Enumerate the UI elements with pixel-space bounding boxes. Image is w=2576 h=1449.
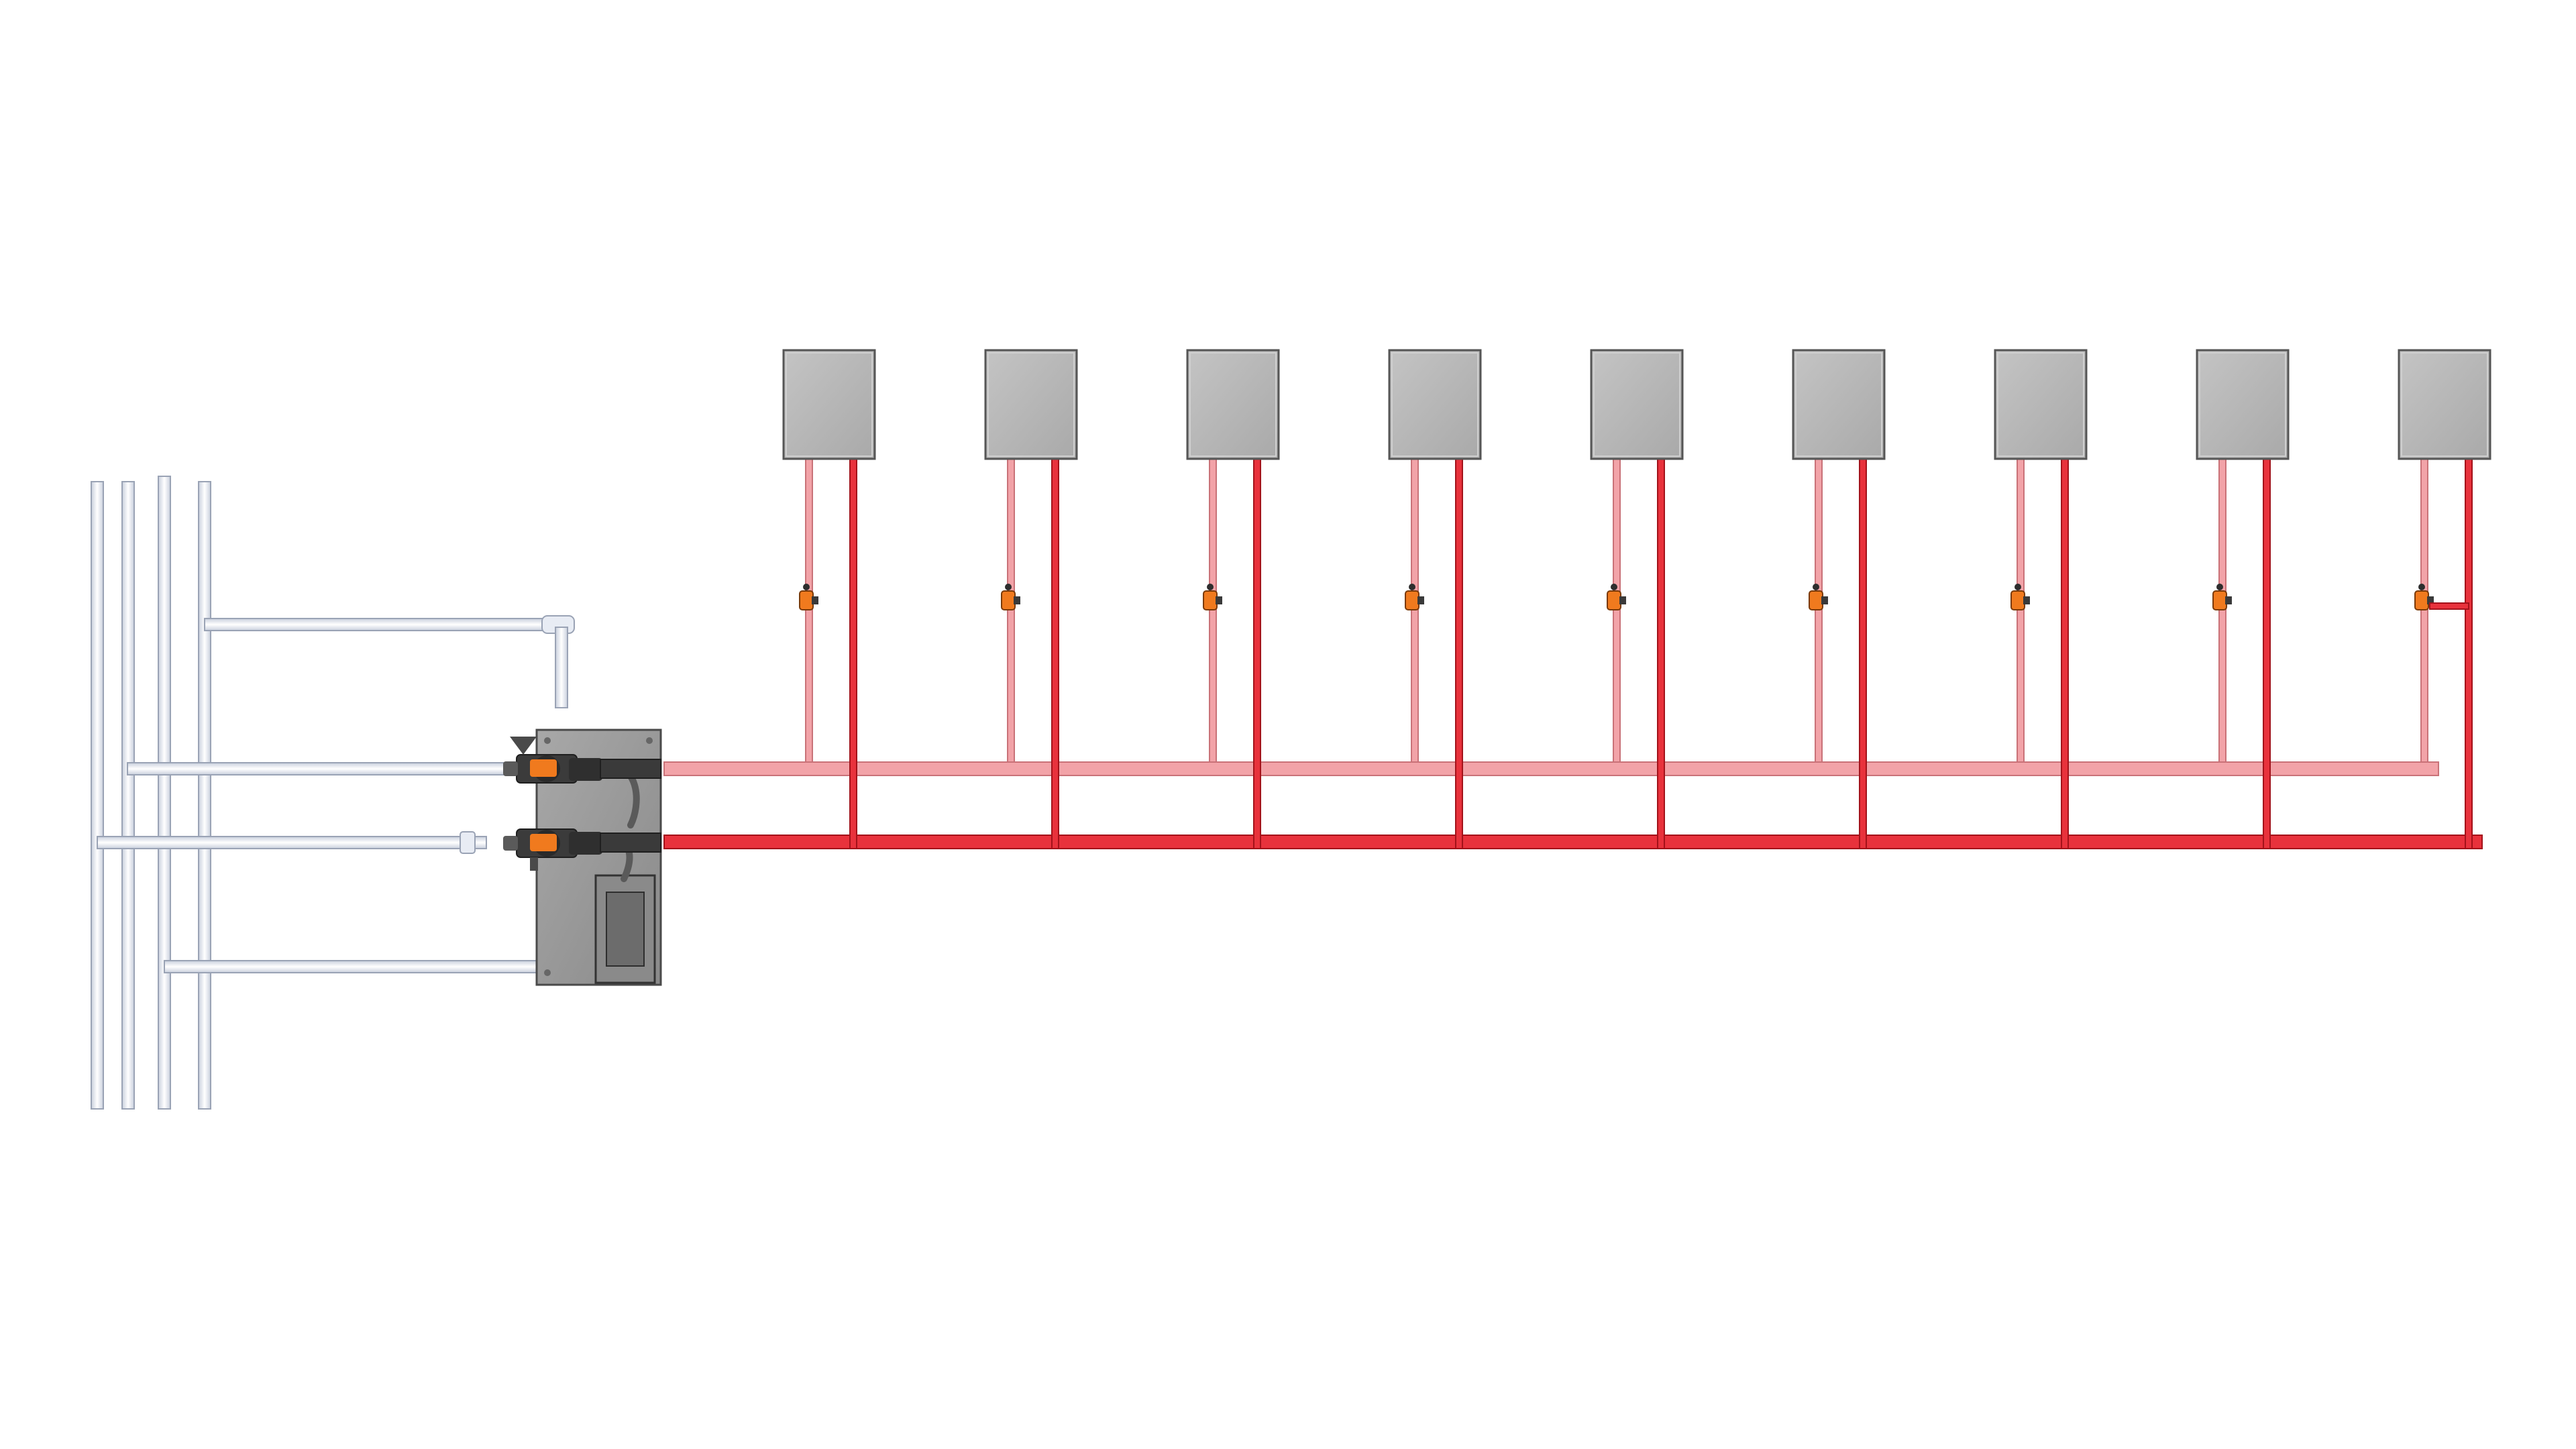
valve-icon (1203, 590, 1218, 610)
valve-handle (1611, 584, 1617, 590)
valve-icon (2010, 590, 2025, 610)
valve-body (1619, 596, 1626, 604)
unit-cabinet-bezel (2199, 352, 2286, 457)
riser-pipe-2 (121, 481, 135, 1110)
unit-supply-pipe (2465, 458, 2473, 849)
valve-handle (2216, 584, 2223, 590)
valve-body (1821, 596, 1828, 604)
valve-handle (1409, 584, 1415, 590)
valve-handle (2418, 584, 2425, 590)
valve-handle (1207, 584, 1214, 590)
unit-supply-pipe (1859, 458, 1867, 849)
cold-branch-top (204, 618, 568, 631)
valve-icon (1607, 590, 1621, 610)
supply-header-pipe (663, 835, 2483, 849)
unit-cabinet (1590, 349, 1684, 460)
riser-pipe-3 (158, 476, 171, 1110)
pump-icon (503, 737, 661, 784)
pump-station (503, 729, 662, 986)
panel-bolt (544, 737, 551, 744)
pump-icon (503, 828, 661, 871)
unit-cabinet-bezel (786, 352, 873, 457)
valve-icon (799, 590, 814, 610)
unit-cabinet (1186, 349, 1280, 460)
valve-icon (2212, 590, 2227, 610)
unit-supply-pipe (849, 458, 857, 849)
unit-cabinet (782, 349, 876, 460)
panel-bolt (646, 737, 653, 744)
valve-body (2023, 596, 2030, 604)
riser-pipe-4 (198, 481, 211, 1110)
cold-fitting-lower (460, 831, 476, 854)
valve-handle (1813, 584, 1819, 590)
unit-cabinet (2398, 349, 2491, 460)
unit-cabinet-bezel (1391, 352, 1479, 457)
unit-cabinet-bezel (2401, 352, 2488, 457)
unit-supply-pipe (1051, 458, 1059, 849)
cold-branch-lower (97, 836, 487, 849)
valve-body (812, 596, 818, 604)
valve-handle (1005, 584, 1012, 590)
bypass-pipe (2429, 602, 2469, 610)
cold-branch-upper (127, 762, 517, 775)
unit-cabinet-bezel (987, 352, 1075, 457)
unit-supply-pipe (1657, 458, 1665, 849)
unit-cabinet (1792, 349, 1886, 460)
valve-handle (2015, 584, 2021, 590)
valve-handle (803, 584, 810, 590)
unit-cabinet (1994, 349, 2088, 460)
unit-cabinet (984, 349, 1078, 460)
valve-body (1417, 596, 1424, 604)
valve-icon (1001, 590, 1016, 610)
unit-cabinet (1388, 349, 1482, 460)
unit-supply-pipe (2263, 458, 2271, 849)
unit-cabinet-bezel (1795, 352, 1882, 457)
unit-cabinet-bezel (1189, 352, 1277, 457)
cold-branch-bottom (164, 960, 557, 973)
unit-cabinet-bezel (1997, 352, 2084, 457)
valve-body (2427, 596, 2434, 604)
riser-pipe-1 (91, 481, 104, 1110)
cold-drop-top (555, 627, 568, 708)
unit-supply-pipe (2061, 458, 2069, 849)
panel-bolt (544, 969, 551, 976)
valve-body (2225, 596, 2232, 604)
riser-group (91, 476, 211, 1110)
valve-body (1014, 596, 1020, 604)
unit-cabinet-bezel (1593, 352, 1680, 457)
valve-icon (2414, 590, 2429, 610)
unit-supply-pipe (1253, 458, 1261, 849)
unit-group (782, 349, 2491, 849)
unit-supply-pipe (1455, 458, 1463, 849)
return-header-pipe (663, 761, 2439, 776)
valve-icon (1405, 590, 1419, 610)
unit-cabinet (2196, 349, 2290, 460)
control-box-window (606, 892, 645, 967)
valve-icon (1809, 590, 1823, 610)
valve-body (1216, 596, 1222, 604)
